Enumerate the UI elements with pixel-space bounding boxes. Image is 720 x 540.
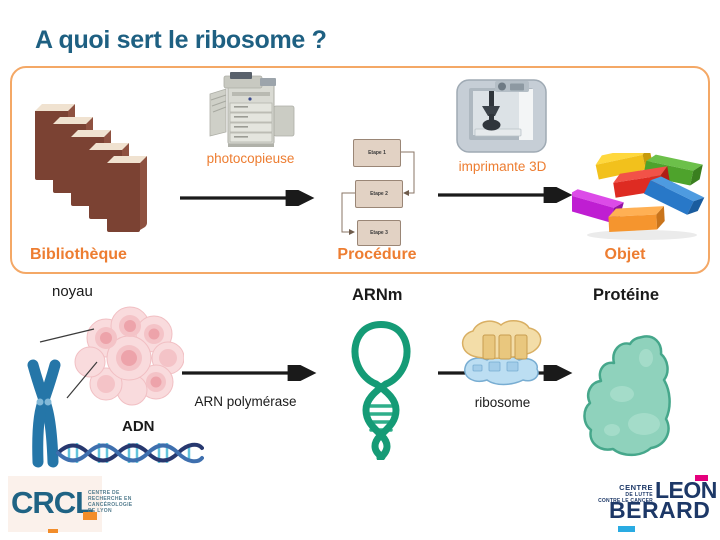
cell-cluster-icon <box>74 306 184 406</box>
leon-berard-tagline: CENTRE DE LUTTE CONTRE LE CANCER <box>596 483 653 505</box>
dna-helix-icon <box>56 442 204 464</box>
flow-step-1: Etape 1 <box>353 139 401 167</box>
leon-berard-logo: CENTRE DE LUTTE CONTRE LE CANCER LEON BE… <box>596 472 717 534</box>
object-label: Objet <box>604 246 646 263</box>
flow-step-3-label: Etape 3 <box>370 230 388 236</box>
crcl-subtitle-line: DE LYON <box>88 508 112 514</box>
crcl-subtitle-line: CANCÉROLOGIE <box>88 502 133 508</box>
chromosome-icon <box>27 359 61 468</box>
printer-3d-label: imprimante 3D <box>458 159 547 174</box>
lego-bricks-icon <box>572 153 705 240</box>
flowchart-connectors <box>341 151 415 235</box>
crcl-logo-background <box>8 476 102 532</box>
rna-polymerase-label: ARN polymérase <box>194 394 297 409</box>
library-label: Bibliothèque <box>30 246 127 263</box>
ribosome-label: ribosome <box>474 395 531 410</box>
procedure-label: Procédure <box>337 246 417 263</box>
protein-label: Protéine <box>593 286 660 304</box>
flowchart-icon: Etape 1 Etape 2 Etape 3 <box>332 136 444 248</box>
arrow-right-icon <box>438 187 573 203</box>
leon-berard-pink-bar <box>695 475 708 481</box>
protein-icon <box>583 335 671 457</box>
flow-step-2-label: Etape 2 <box>370 191 388 197</box>
crcl-subtitle: CENTRE DE RECHERCHE EN CANCÉROLOGIE DE L… <box>88 490 160 514</box>
leon-berard-tagline-line: CENTRE <box>619 483 653 492</box>
printer-3d-icon <box>456 79 547 153</box>
nucleus-pointer-lines <box>39 328 98 399</box>
books-icon <box>35 104 147 232</box>
crcl-subtitle-line: RECHERCHE EN <box>88 496 132 502</box>
crcl-orange-square <box>83 512 97 520</box>
crcl-acronym: CRCL <box>11 485 94 520</box>
crcl-subtitle-line: CENTRE DE <box>88 490 120 496</box>
flow-step-3: Etape 3 <box>357 220 401 246</box>
mrna-label: ARNm <box>352 286 403 304</box>
crcl-logo: CRCL CENTRE DE RECHERCHE EN CANCÉROLOGIE… <box>8 474 158 538</box>
photocopier-icon <box>209 72 295 147</box>
leon-berard-name-leon: LEON <box>655 477 717 503</box>
dna-label: ADN <box>122 418 155 435</box>
flow-step-2: Etape 2 <box>355 180 403 208</box>
arrow-right-icon <box>180 190 315 206</box>
leon-berard-tagline-line: DE LUTTE <box>625 492 653 498</box>
flow-step-1-label: Etape 1 <box>368 150 386 156</box>
leon-berard-tagline-line: CONTRE LE CANCER <box>598 498 653 504</box>
leon-berard-name-berard: BERARD <box>609 497 711 523</box>
arrow-right-icon <box>182 365 317 381</box>
crcl-orange-dash <box>48 529 58 533</box>
page-title: A quoi sert le ribosome ? <box>35 26 327 54</box>
leon-berard-cyan-bar <box>618 526 635 532</box>
nucleus-label: noyau <box>52 283 93 300</box>
photocopier-label: photocopieuse <box>206 151 295 166</box>
ribosome-icon <box>461 320 542 386</box>
mrna-icon <box>351 321 411 460</box>
